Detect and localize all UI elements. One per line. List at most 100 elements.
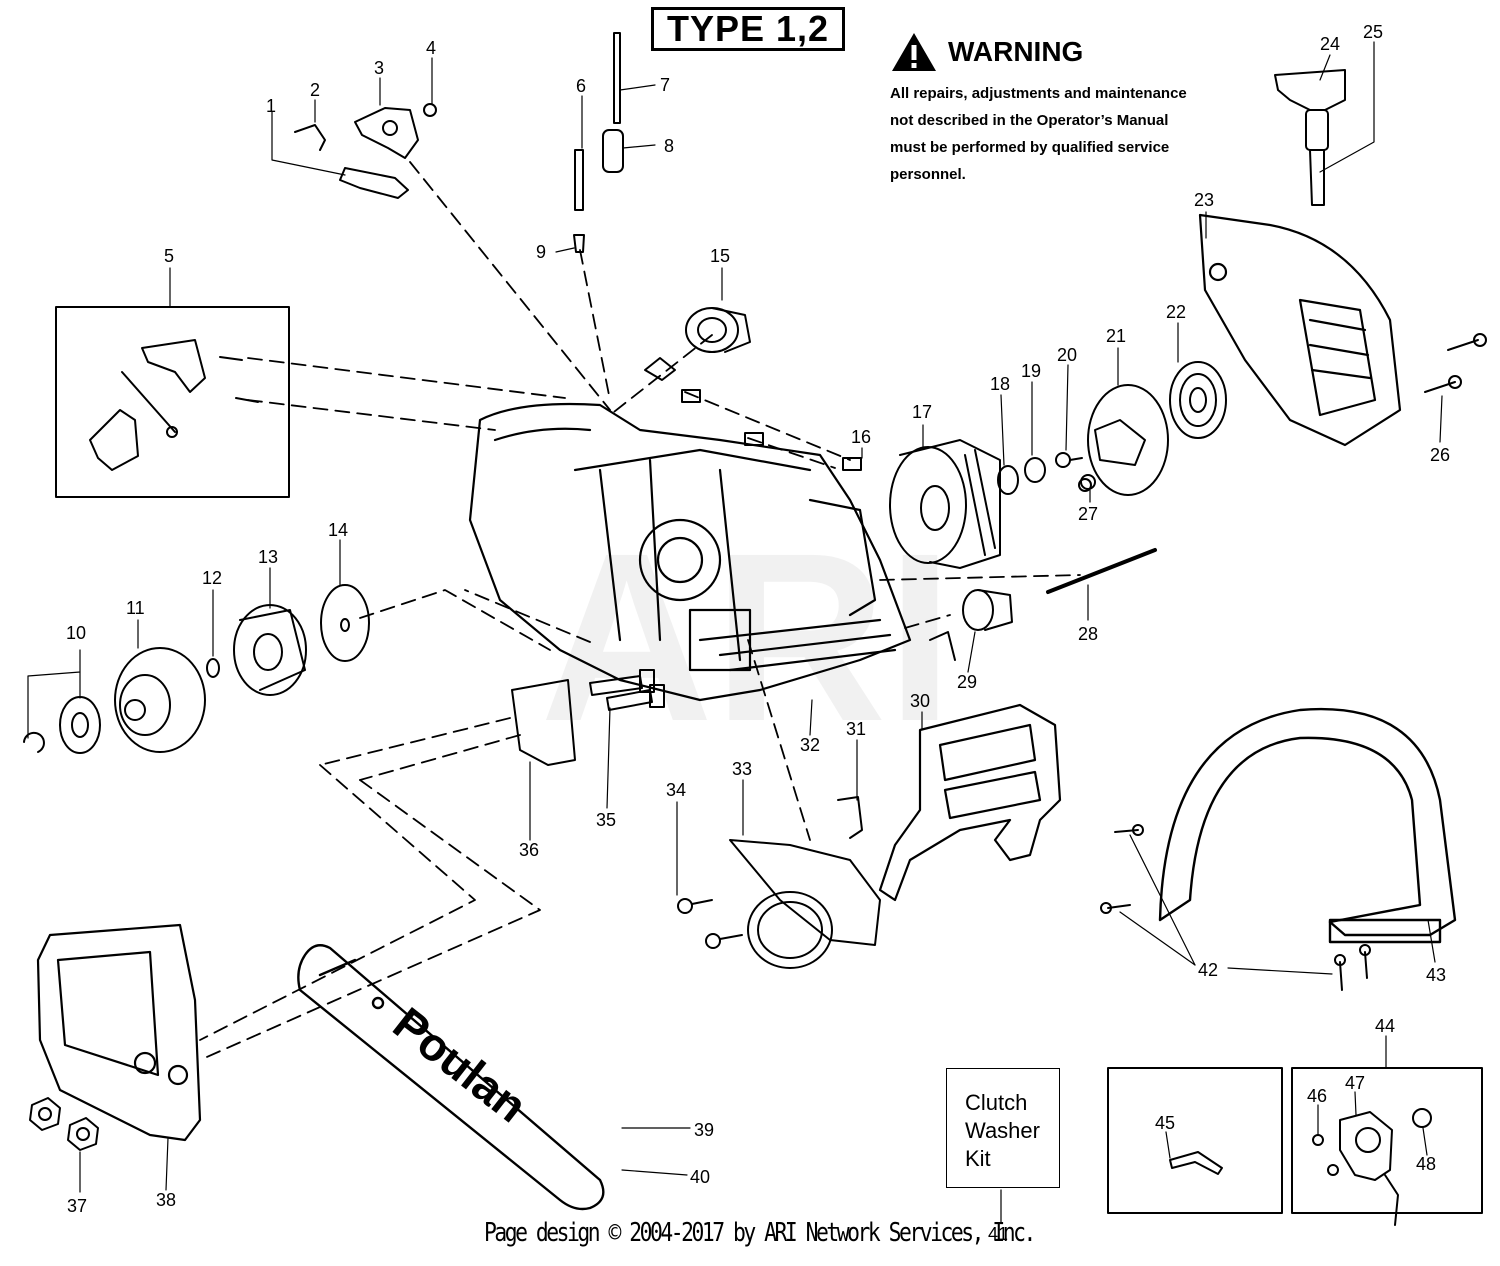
part-5-trigger	[89, 339, 259, 471]
part-number: 3	[374, 58, 384, 78]
part-36-plate	[511, 679, 576, 766]
part-number: 29	[957, 672, 977, 692]
part-31-spring	[837, 796, 863, 839]
part-21-starter-pulley	[1080, 384, 1169, 496]
warning-line: All repairs, adjustments and maintenance	[890, 85, 1187, 102]
part-number: 7	[660, 75, 670, 95]
part-number: 12	[202, 568, 222, 588]
warning-line: must be performed by qualified service	[890, 139, 1170, 156]
parts-box-44	[1291, 1067, 1483, 1214]
warning-line: personnel.	[890, 166, 966, 183]
part-number: 24	[1320, 34, 1340, 54]
part-15-cap	[644, 307, 751, 381]
part-16-clip-a	[681, 389, 701, 403]
part-20-screw	[1055, 452, 1083, 468]
part-number: 36	[519, 840, 539, 860]
warning-header: WARNING	[890, 30, 1218, 74]
clutch-washer-kit-box: Clutch Washer Kit	[946, 1068, 1060, 1188]
part-28-rod	[1046, 548, 1157, 594]
part-6-9-pins	[573, 32, 624, 253]
part-number: 21	[1106, 326, 1126, 346]
part-42-screws	[1100, 824, 1371, 991]
main-crankcase-housing	[468, 402, 912, 702]
part-number: 15	[710, 246, 730, 266]
part-number: 2	[310, 80, 320, 100]
part-number: 47	[1345, 1073, 1365, 1093]
kit-label-line: Kit	[965, 1146, 991, 1171]
part-number: 37	[67, 1196, 87, 1216]
warning-notice: WARNING All repairs, adjustments and mai…	[890, 30, 1218, 188]
part-number: 22	[1166, 302, 1186, 322]
part-19-nut	[1024, 457, 1046, 483]
part-number: 32	[800, 735, 820, 755]
part-35-bolts	[589, 669, 665, 711]
part-number: 35	[596, 810, 616, 830]
part-number: 40	[690, 1167, 710, 1187]
part-10-clip	[23, 731, 45, 753]
part-number: 5	[164, 246, 174, 266]
assembly-lines	[199, 161, 1081, 1061]
part-number: 41	[988, 1224, 1008, 1244]
warning-line: not described in the Operator’s Manual	[890, 112, 1169, 129]
part-number: 18	[990, 374, 1010, 394]
part-27-nut	[1078, 478, 1092, 492]
parts-box-5	[55, 306, 290, 498]
part-number: 17	[912, 402, 932, 422]
part-16-clip-c	[842, 457, 862, 471]
part-26-screws	[1424, 333, 1487, 393]
warning-body: All repairs, adjustments and maintenance…	[890, 80, 1218, 188]
warning-title: WARNING	[948, 36, 1084, 67]
part-37-nuts	[29, 1097, 99, 1151]
part-14-plate	[320, 584, 370, 662]
part-30-chain-brake	[878, 703, 1062, 902]
part-number: 4	[426, 38, 436, 58]
part-number: 45	[1155, 1113, 1175, 1133]
part-number: 6	[576, 76, 586, 96]
part-number: 11	[126, 598, 145, 618]
part-48-gear	[1412, 1108, 1432, 1128]
parts-box-45	[1107, 1067, 1283, 1214]
part-number: 42	[1198, 960, 1218, 980]
part-43-front-handle	[1158, 707, 1457, 944]
part-number: 14	[328, 520, 348, 540]
type-label: TYPE 1,2	[666, 8, 830, 49]
part-34-screws	[677, 898, 743, 949]
part-22-rewind-spring	[1169, 361, 1227, 439]
part-number: 8	[664, 136, 674, 156]
part-47-oil-pump	[1339, 1111, 1399, 1226]
watermark: ARI	[540, 503, 953, 771]
part-23-starter-housing	[1198, 213, 1402, 447]
part-38-side-cover	[36, 923, 202, 1142]
part-number: 26	[1430, 445, 1450, 465]
part-number: 10	[66, 623, 86, 643]
part-number: 28	[1078, 624, 1098, 644]
part-number: 13	[258, 547, 278, 567]
part-number: 30	[910, 691, 930, 711]
part-number: 25	[1363, 22, 1383, 42]
kit-label-line: Washer	[965, 1118, 1040, 1143]
part-number: 1	[266, 96, 276, 116]
part-number: 19	[1021, 361, 1041, 381]
part-number: 27	[1078, 504, 1098, 524]
part-12-washer	[206, 658, 220, 678]
type-label-box: TYPE 1,2	[651, 7, 845, 51]
part-number: 20	[1057, 345, 1077, 365]
part-13-clutch	[233, 604, 307, 696]
warning-triangle-icon	[892, 33, 936, 71]
part-number: 9	[536, 242, 546, 262]
guide-bar-brand: Poulan	[384, 997, 537, 1132]
part-11-clutch-drum	[114, 647, 206, 753]
part-number: 44	[1375, 1016, 1395, 1036]
part-1-4-trigger-set	[294, 103, 437, 199]
part-number: 38	[156, 1190, 176, 1210]
part-10-washer	[59, 696, 101, 754]
kit-label-line: Clutch	[965, 1090, 1028, 1115]
part-17-flywheel	[889, 439, 1001, 569]
part-39-40-guide-bar	[297, 944, 605, 1211]
part-33-brake-band	[729, 839, 881, 969]
part-number: 48	[1416, 1154, 1436, 1174]
part-24-25-starter-handle	[1274, 69, 1346, 206]
page-footer-credit: Page design © 2004-2017 by ARI Network S…	[484, 1218, 1036, 1248]
